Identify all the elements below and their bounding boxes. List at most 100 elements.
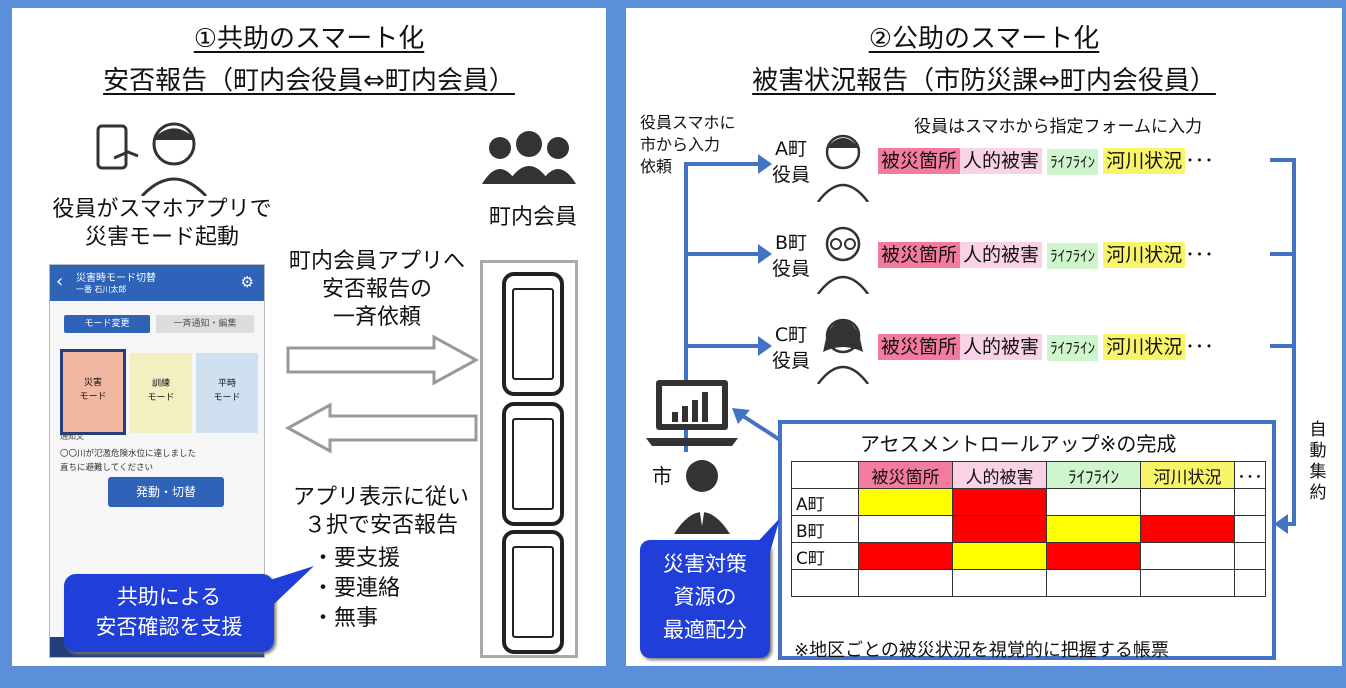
arrow-head-c	[758, 336, 772, 356]
request-label-line1: 役員スマホに	[640, 113, 736, 132]
table-cell	[1140, 515, 1235, 543]
aggregate-vertical-line	[1292, 158, 1296, 526]
table-row	[791, 569, 1266, 597]
table-header-cell: 人的被害	[952, 461, 1047, 489]
mode-drill-label2: モード	[147, 393, 175, 403]
officer-a-icon	[816, 134, 870, 202]
table-header-cell: ﾗｲﾌﾗｲﾝ	[1046, 461, 1141, 489]
mutual-aid-callout: 共助による 安否確認を支援	[64, 574, 274, 652]
officer-b-role: 役員	[772, 258, 811, 280]
table-cell	[952, 488, 1047, 516]
table-row: B町	[791, 515, 1266, 543]
aggregate-char4: 約	[1309, 483, 1327, 503]
aggregate-line-b	[1270, 252, 1296, 256]
officer-c-label: C町役員	[772, 322, 810, 374]
mode-normal-label2: モード	[213, 393, 241, 403]
table-cell	[1234, 569, 1266, 597]
request-label-line2: 市から入力	[640, 135, 721, 154]
mode-drill-button[interactable]: 訓練モード	[130, 353, 192, 433]
officer-caption-line2: 災害モード起動	[84, 225, 239, 250]
back-chevron-icon[interactable]: ‹	[56, 271, 64, 292]
callout-line1: 共助による	[116, 585, 222, 609]
mode-drill-label1: 訓練	[151, 379, 170, 389]
left-panel: ①共助のスマート化 安否報告（町内会役員⇔町内会員） 役員がスマホアプリで 災害…	[12, 8, 606, 666]
mode-normal-button[interactable]: 平時モード	[196, 353, 258, 433]
gear-icon[interactable]: ⚙	[240, 273, 254, 291]
tab-mode-change[interactable]: モード変更	[64, 315, 150, 333]
members-caption: 町内会員	[488, 205, 577, 230]
member-phones-frame	[480, 260, 578, 658]
category-casualties: 人的被害	[960, 148, 1043, 174]
table-row-label: C町	[791, 542, 859, 570]
table-row-label: A町	[791, 488, 859, 516]
request-line-c	[684, 344, 764, 348]
aggregate-char1: 自	[1309, 420, 1327, 440]
table-row-label: B町	[791, 515, 859, 543]
city-official-icon	[674, 460, 730, 534]
member-phone-1	[502, 272, 564, 396]
report-line1: アプリ表示に従い	[292, 485, 469, 510]
table-cell	[952, 542, 1047, 570]
request-line-a	[684, 162, 764, 166]
notice-line1: 〇〇川が氾濫危険水位に達しました	[60, 449, 197, 459]
app-header: ‹ 災害時モード切替 一番 石川太郎 ⚙	[50, 265, 264, 301]
table-cell	[1046, 542, 1141, 570]
member-phone-3	[502, 530, 564, 654]
callout-line2: 安否確認を支援	[95, 615, 243, 639]
category-damage-sites: 被災箇所	[878, 148, 961, 174]
table-cell	[1234, 542, 1266, 570]
aggregate-label: 自 動 集 約	[1306, 420, 1330, 504]
officer-c-input-row: 被災箇所人的被害 ﾗｲﾌﾗｲﾝ 河川状況･･･	[878, 332, 1214, 361]
request-line3: 一斉依頼	[332, 305, 421, 330]
member-phone-2	[502, 402, 564, 526]
option-needs-support: ・要支援	[312, 546, 401, 571]
table-header-cell: ･･･	[1234, 461, 1266, 489]
footnote: ※地区ごとの被災状況を視覚的に把握する帳票	[794, 640, 1169, 661]
app-title: 災害時モード切替	[76, 273, 156, 284]
notice-label: 通知文	[60, 432, 84, 441]
category-damage-sites: 被災箇所	[878, 334, 961, 360]
table-row: A町	[791, 488, 1266, 516]
request-line2: 安否報告の	[321, 277, 432, 302]
table-corner-cell	[791, 461, 859, 489]
laptop-chart-icon	[646, 380, 738, 446]
assessment-title: アセスメントロールアップ※の完成	[860, 432, 1177, 456]
report-line2: ３択で安否報告	[303, 513, 458, 538]
city-callout-line3: 最適配分	[663, 618, 747, 642]
right-title-line2: 被害状況報告（市防災課⇔町内会役員）	[752, 66, 1216, 96]
category-casualties: 人的被害	[960, 242, 1043, 268]
left-title-line1: ①共助のスマート化	[193, 24, 425, 54]
tab-broadcast-edit[interactable]: 一斉通知・編集	[156, 315, 254, 333]
aggregate-line-c	[1270, 344, 1296, 348]
left-title-line2: 安否報告（町内会役員⇔町内会員）	[103, 66, 515, 96]
more-dots: ･･･	[1185, 244, 1214, 266]
more-dots: ･･･	[1185, 150, 1214, 172]
mode-disaster-button[interactable]: 災害モード	[60, 349, 126, 435]
table-cell	[952, 569, 1047, 597]
left-hollow-arrow	[284, 402, 478, 454]
notice-text: 〇〇川が氾濫危険水位に達しました 直ちに避難してください	[60, 447, 196, 475]
request-text: 町内会員アプリへ 安否報告の 一斉依頼	[274, 248, 480, 332]
table-header-cell: 河川状況	[1140, 461, 1235, 489]
table-cell	[1046, 515, 1141, 543]
table-cell	[858, 488, 953, 516]
resource-allocation-callout: 災害対策 資源の 最適配分	[640, 540, 770, 658]
city-label: 市	[652, 464, 672, 488]
request-label-line3: 依頼	[640, 157, 673, 176]
officer-caption-line1: 役員がスマホアプリで	[52, 197, 272, 222]
table-cell	[858, 569, 953, 597]
officer-a-town: A町	[775, 138, 807, 160]
category-lifeline: ﾗｲﾌﾗｲﾝ	[1047, 335, 1099, 361]
aggregate-arrow-head	[1274, 514, 1288, 534]
input-note: 役員はスマホから指定フォームに入力	[914, 117, 1202, 137]
activate-switch-button[interactable]: 発動・切替	[108, 477, 224, 507]
city-callout-line1: 災害対策	[663, 552, 747, 576]
table-header-cell: 被災箇所	[858, 461, 953, 489]
city-callout-tail	[748, 518, 780, 552]
table-cell	[952, 515, 1047, 543]
arrow-head-b	[758, 244, 772, 264]
table-cell	[1046, 488, 1141, 516]
officer-caption: 役員がスマホアプリで 災害モード起動	[42, 196, 282, 252]
aggregate-char3: 集	[1309, 462, 1327, 482]
assessment-arrow	[732, 408, 782, 442]
